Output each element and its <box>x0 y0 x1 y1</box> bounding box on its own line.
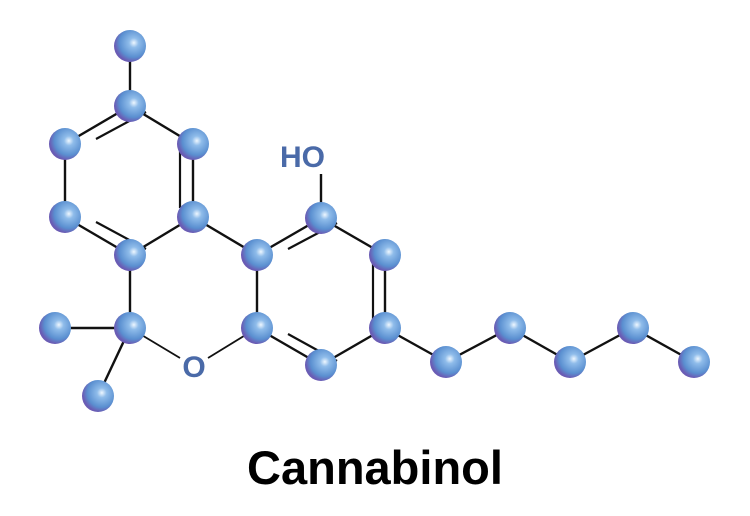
carbon-atom <box>678 346 710 378</box>
carbon-atom <box>241 239 273 271</box>
carbon-atom <box>430 346 462 378</box>
carbon-atom <box>369 312 401 344</box>
carbon-atom <box>305 349 337 381</box>
carbon-atom <box>554 346 586 378</box>
carbon-atom <box>39 312 71 344</box>
carbon-atom <box>114 30 146 62</box>
molecule-title: Cannabinol <box>247 441 503 494</box>
carbon-atom <box>494 312 526 344</box>
atom-spheres <box>39 30 710 412</box>
oxygen-label: O <box>182 351 205 384</box>
carbon-atom <box>369 239 401 271</box>
carbon-atom <box>82 380 114 412</box>
carbon-atom <box>241 312 273 344</box>
carbon-atom <box>114 90 146 122</box>
carbon-atom <box>177 201 209 233</box>
carbon-atom <box>617 312 649 344</box>
carbon-atom <box>49 201 81 233</box>
carbon-atom <box>305 202 337 234</box>
hydroxyl-label: HO <box>280 141 325 174</box>
carbon-atom <box>114 239 146 271</box>
carbon-atom <box>114 312 146 344</box>
bond-lines <box>55 46 695 397</box>
carbon-atom <box>49 128 81 160</box>
carbon-atom <box>177 128 209 160</box>
